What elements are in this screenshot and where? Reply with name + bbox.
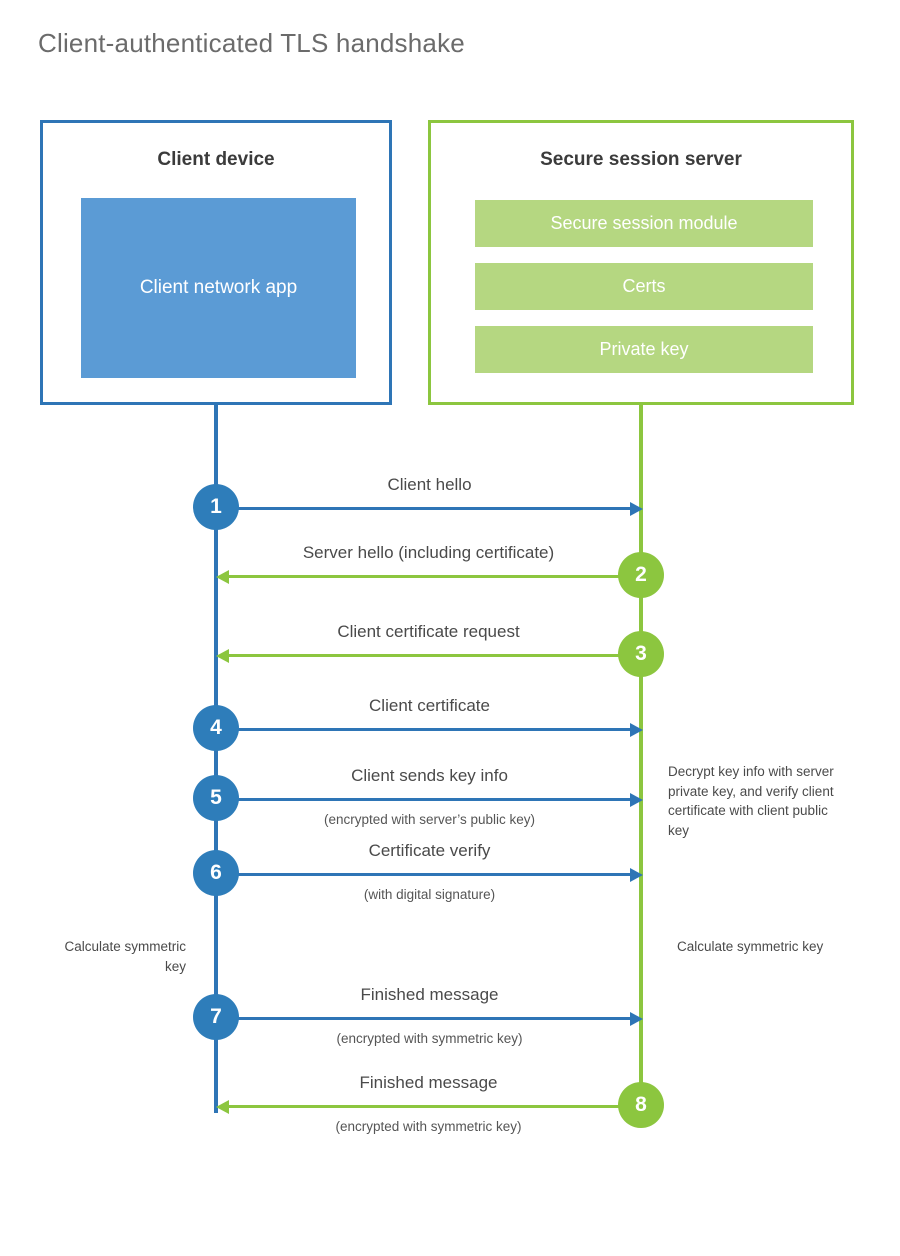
message-7-sublabel: (encrypted with symmetric key)	[336, 1031, 523, 1046]
step-marker-6[interactable]: 6	[193, 850, 239, 896]
message-6-label: Certificate verify	[368, 841, 491, 860]
message-4-shaft	[216, 728, 631, 731]
message-6-arrowhead	[630, 867, 643, 882]
note-server-decrypt: Decrypt key info with server private key…	[668, 764, 834, 838]
message-6-sublabel: (with digital signature)	[363, 887, 496, 902]
message-2-arrowhead	[216, 569, 229, 584]
client-device-box: Client device Client network app	[40, 120, 392, 405]
message-5-label: Client sends key info	[351, 766, 508, 785]
server-private-key-block: Private key	[475, 326, 813, 373]
message-8-arrowhead	[216, 1099, 229, 1114]
page-title: Client-authenticated TLS handshake	[38, 28, 465, 58]
message-7-label: Finished message	[360, 985, 499, 1004]
message-2-shaft	[228, 575, 641, 578]
message-2-label: Server hello (including certificate)	[302, 543, 555, 562]
step-marker-3[interactable]: 3	[618, 631, 664, 677]
step-marker-8[interactable]: 8	[618, 1082, 664, 1128]
server-module-block: Secure session module	[475, 200, 813, 247]
message-4-arrowhead	[630, 722, 643, 737]
message-1-arrowhead	[630, 501, 643, 516]
client-network-app-block: Client network app	[81, 198, 356, 378]
message-5-sublabel: (encrypted with server’s public key)	[323, 812, 536, 827]
message-3-arrowhead	[216, 648, 229, 663]
step-marker-7[interactable]: 7	[193, 994, 239, 1040]
secure-session-server-title: Secure session server	[540, 149, 742, 170]
message-1-label: Client hello	[387, 475, 472, 494]
message-4-label: Client certificate	[369, 696, 490, 715]
client-lifeline	[214, 405, 218, 1113]
secure-session-server-box: Secure session server Secure session mod…	[428, 120, 854, 405]
message-8-shaft	[228, 1105, 641, 1108]
note-client-calculate-symmetric-key: Calculate symmetric key	[64, 939, 186, 974]
note-server-calculate-symmetric-key: Calculate symmetric key	[677, 939, 824, 954]
message-8-sublabel: (encrypted with symmetric key)	[335, 1119, 522, 1134]
step-marker-1[interactable]: 1	[193, 484, 239, 530]
message-3-label: Client certificate request	[337, 622, 520, 641]
message-5-shaft	[216, 798, 631, 801]
message-7-arrowhead	[630, 1011, 643, 1026]
step-marker-4[interactable]: 4	[193, 705, 239, 751]
message-8-label: Finished message	[359, 1073, 498, 1092]
message-3-shaft	[228, 654, 641, 657]
client-device-title: Client device	[157, 149, 275, 170]
message-6-shaft	[216, 873, 631, 876]
step-marker-2[interactable]: 2	[618, 552, 664, 598]
message-5-arrowhead	[630, 792, 643, 807]
server-certs-block: Certs	[475, 263, 813, 310]
step-marker-5[interactable]: 5	[193, 775, 239, 821]
message-1-shaft	[216, 507, 631, 510]
server-lifeline	[639, 405, 643, 1107]
message-7-shaft	[216, 1017, 631, 1020]
